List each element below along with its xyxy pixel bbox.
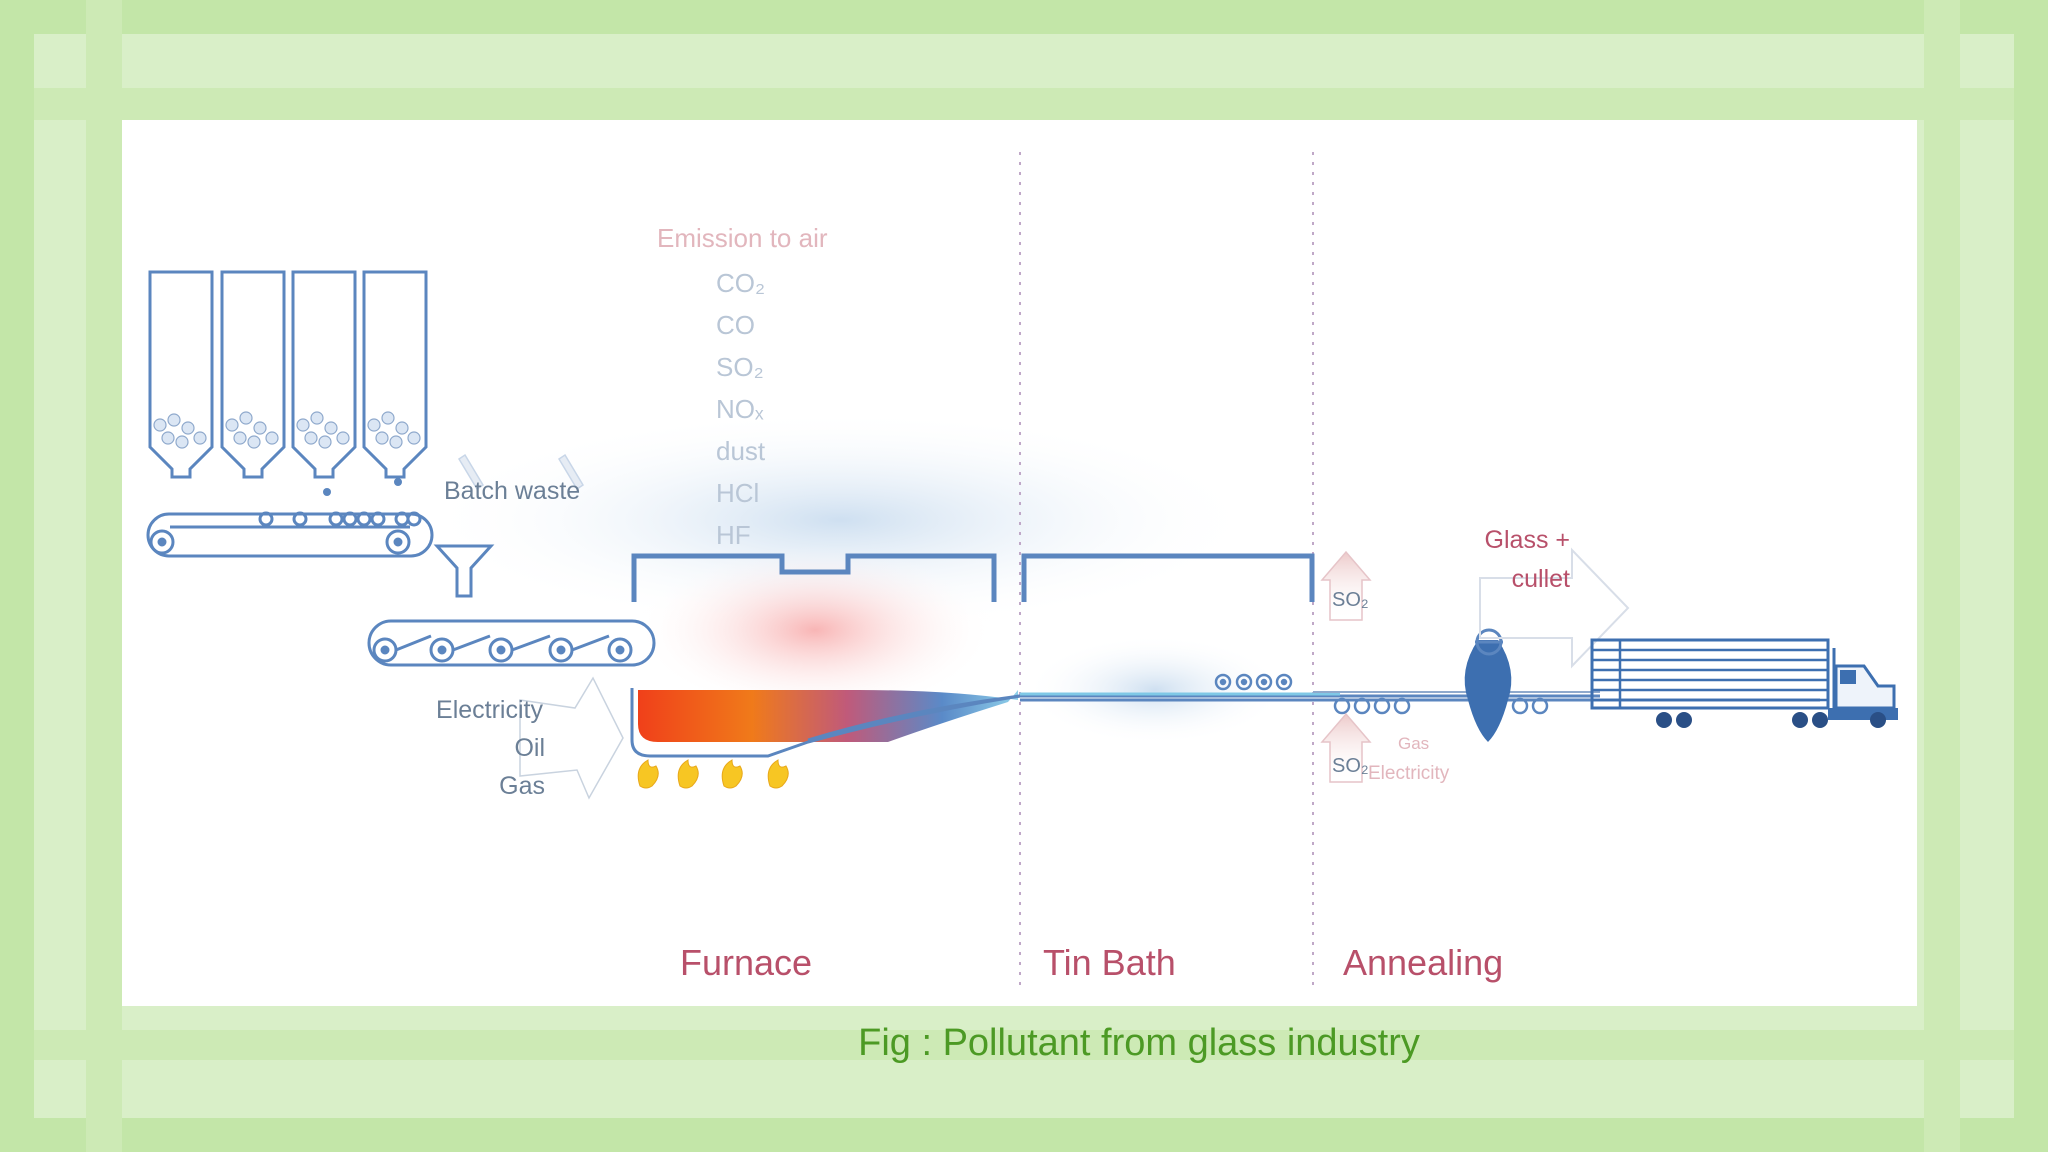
funnel-icon bbox=[433, 544, 495, 598]
upper-conveyor-belt bbox=[146, 511, 434, 558]
annealing-input-gas: Gas bbox=[1398, 734, 1429, 753]
frame-band-left-inner bbox=[86, 0, 122, 1152]
emission-item: HF bbox=[716, 520, 751, 550]
frame-band-right-inner bbox=[1924, 0, 1960, 1152]
glass-ribbon-lower bbox=[807, 694, 1600, 742]
molten-glass-bath bbox=[638, 690, 1018, 742]
frame-band-left bbox=[0, 0, 34, 1152]
emission-item: CO₂ bbox=[716, 268, 765, 298]
emission-item: NOₓ bbox=[716, 394, 764, 424]
emission-item: SO₂ bbox=[716, 352, 764, 382]
truck-icon bbox=[1590, 638, 1898, 728]
annealing-rollers bbox=[1333, 697, 1549, 715]
burner-flames bbox=[637, 759, 789, 789]
fuel-input-electricity: Electricity bbox=[436, 696, 543, 724]
batch-waste-arrow bbox=[557, 453, 585, 491]
so2-lower-label: SO₂ bbox=[1332, 755, 1369, 777]
tin-bath-rollers bbox=[1214, 673, 1293, 691]
falling-material-dot bbox=[394, 478, 402, 486]
output-label-line1: Glass + bbox=[1485, 526, 1570, 554]
glass-process-diagram: Batch waste Electricity Oil Gas Emission… bbox=[146, 152, 1898, 990]
fuel-input-gas: Gas bbox=[499, 772, 545, 800]
so2-upper-label: SO₂ bbox=[1332, 589, 1369, 611]
fuel-input-arrow bbox=[519, 676, 624, 800]
silo-material-fill bbox=[153, 411, 421, 449]
falling-material-dot bbox=[323, 488, 331, 496]
furnace-heat-cloud-red bbox=[635, 545, 995, 715]
emission-item: HCl bbox=[716, 478, 759, 508]
so2-lower-arrow bbox=[1320, 712, 1372, 783]
frame-band-top-inner bbox=[0, 88, 2048, 120]
emission-title: Emission to air bbox=[657, 223, 828, 253]
tin-bath-cloud-blue bbox=[1025, 635, 1285, 745]
output-arrow bbox=[1479, 547, 1630, 669]
stage-label-annealing: Annealing bbox=[1343, 942, 1503, 983]
output-label-line2: cullet bbox=[1512, 565, 1570, 593]
emission-item: dust bbox=[716, 436, 766, 466]
frame-band-right bbox=[2014, 0, 2048, 1152]
raw-material-silos bbox=[148, 270, 428, 479]
figure-caption: Fig : Pollutant from glass industry bbox=[858, 1022, 1420, 1064]
frame-band-bottom-inner bbox=[0, 1030, 2048, 1060]
frame-band-bottom bbox=[0, 1118, 2048, 1152]
stage-label-tin-bath: Tin Bath bbox=[1043, 942, 1176, 983]
emission-list: CO₂ CO SO₂ NOₓ dust HCl HF bbox=[716, 268, 766, 550]
batch-waste-arrow bbox=[457, 453, 485, 491]
stage-label-furnace: Furnace bbox=[680, 942, 812, 983]
glass-cutter-icon bbox=[1464, 628, 1512, 742]
annealing-input-electricity: Electricity bbox=[1368, 763, 1450, 784]
so2-upper-arrow bbox=[1320, 550, 1372, 621]
emission-item: CO bbox=[716, 310, 755, 340]
emission-cloud-blue bbox=[420, 410, 1260, 630]
frame-band-top bbox=[0, 0, 2048, 34]
diagram-panel: Batch waste Electricity Oil Gas Emission… bbox=[122, 120, 1917, 1006]
batch-waste-label: Batch waste bbox=[444, 477, 580, 505]
furnace-roof bbox=[631, 553, 1315, 602]
fuel-input-oil: Oil bbox=[514, 734, 545, 762]
lower-conveyor-belt bbox=[367, 619, 656, 667]
